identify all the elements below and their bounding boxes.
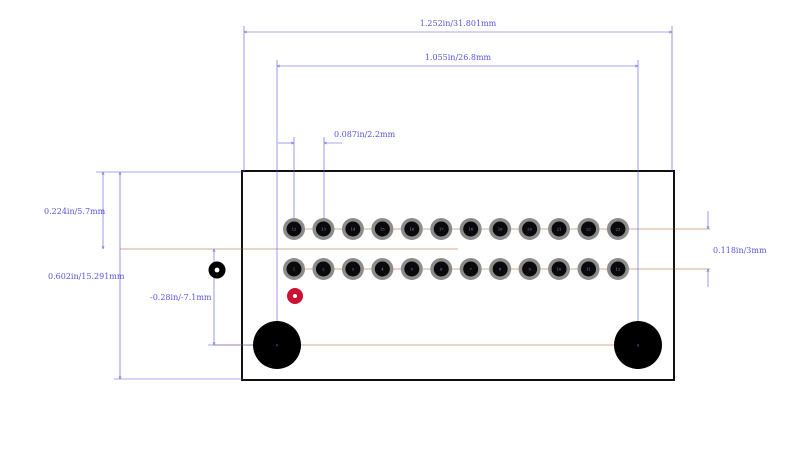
pin-pad: 7 — [459, 258, 482, 280]
pin-number-label: 11 — [586, 267, 591, 271]
pin-number-label: 19 — [498, 227, 503, 231]
pin-number-label: 20 — [527, 227, 532, 231]
pin-number-label: 17 — [439, 227, 444, 231]
dim-top-to-upper-row: 0.224in/5.7mm — [44, 171, 244, 249]
origin-marker-icon — [208, 261, 226, 279]
pin-number-label: 1 — [293, 267, 295, 271]
pin-number-label: 14 — [351, 227, 356, 231]
pin-number-label: 16 — [410, 227, 415, 231]
pin-pad: 23 — [606, 218, 629, 240]
mount-hole-right-label: 0 — [637, 343, 640, 347]
pin-number-label: 9 — [528, 267, 531, 271]
pin-number-label: 22 — [586, 227, 591, 231]
dim-row-to-mount-holes-label: -0.28in/-7.1mm — [150, 293, 212, 302]
pin-number-label: 7 — [470, 267, 473, 271]
pin-number-label: 3 — [352, 267, 355, 271]
dim-pin-pitch: 0.087in/2.2mm — [278, 130, 396, 229]
pin1-marker-icon — [287, 288, 303, 304]
pin-number-label: 2 — [322, 267, 324, 271]
mount-hole-left-label: 0 — [276, 343, 279, 347]
pin-number-label: 21 — [557, 227, 562, 231]
component-outline — [241, 170, 675, 381]
dim-overall-height: 0.602in/15.291mm — [48, 172, 244, 380]
pin-number-label: 10 — [557, 267, 562, 271]
pin-number-label: 4 — [381, 267, 384, 271]
pin-number-label: 12 — [616, 267, 621, 271]
pin-pad: 12 — [283, 218, 305, 240]
pin-number-label: 8 — [499, 267, 502, 271]
pin-pad: 22 — [577, 218, 600, 240]
pin-pad: 10 — [548, 258, 571, 280]
mount-hole-left: 0 — [253, 321, 301, 369]
pin-pad: 3 — [341, 258, 364, 280]
dim-pin-pitch-label: 0.087in/2.2mm — [334, 130, 396, 139]
mount-hole-right: 0 — [614, 321, 662, 369]
pin-pad: 12 — [606, 258, 629, 280]
pin-number-label: 18 — [468, 227, 473, 231]
pin-pad: 17 — [430, 218, 453, 240]
pin-pad: 1 — [283, 258, 305, 280]
pin-pad: 18 — [459, 218, 482, 240]
pin-pad: 15 — [371, 218, 394, 240]
pin-pad: 11 — [577, 258, 600, 280]
pin-number-label: 13 — [321, 227, 326, 231]
pin-pad: 20 — [518, 218, 541, 240]
pin-pad: 9 — [518, 258, 541, 280]
dim-row-spacing: 0.118in/3mm — [708, 211, 767, 287]
pin-pad: 2 — [312, 258, 335, 280]
dim-overall-width-label: 1.252in/31.801mm — [420, 19, 497, 28]
dim-mount-hole-spacing: 1.055in/26.8mm — [276, 53, 639, 345]
pin-pad: 14 — [341, 218, 364, 240]
pin-number-label: 23 — [616, 227, 621, 231]
dim-overall-width: 1.252in/31.801mm — [243, 19, 673, 171]
pin-pad: 16 — [400, 218, 423, 240]
dim-top-to-upper-row-label: 0.224in/5.7mm — [44, 207, 106, 216]
pin-pad: 19 — [489, 218, 512, 240]
pin-pad: 6 — [430, 258, 453, 280]
pin-pad: 13 — [312, 218, 335, 240]
pin-number-label: 6 — [440, 267, 443, 271]
pin-number-label: 12 — [292, 227, 297, 231]
pin-pad: 21 — [548, 218, 571, 240]
upper-pin-row: 12 13 14 15 16 17 18 19 20 21 22 23 — [283, 218, 629, 240]
pin-number-label: 15 — [380, 227, 385, 231]
pin-pad: 4 — [371, 258, 394, 280]
pin-number-label: 5 — [411, 267, 414, 271]
dim-overall-height-label: 0.602in/15.291mm — [48, 272, 125, 281]
dim-mount-hole-spacing-label: 1.055in/26.8mm — [425, 53, 492, 62]
pin-pad: 5 — [400, 258, 423, 280]
dim-row-spacing-label: 0.118in/3mm — [713, 246, 767, 255]
pin-pad: 8 — [489, 258, 512, 280]
